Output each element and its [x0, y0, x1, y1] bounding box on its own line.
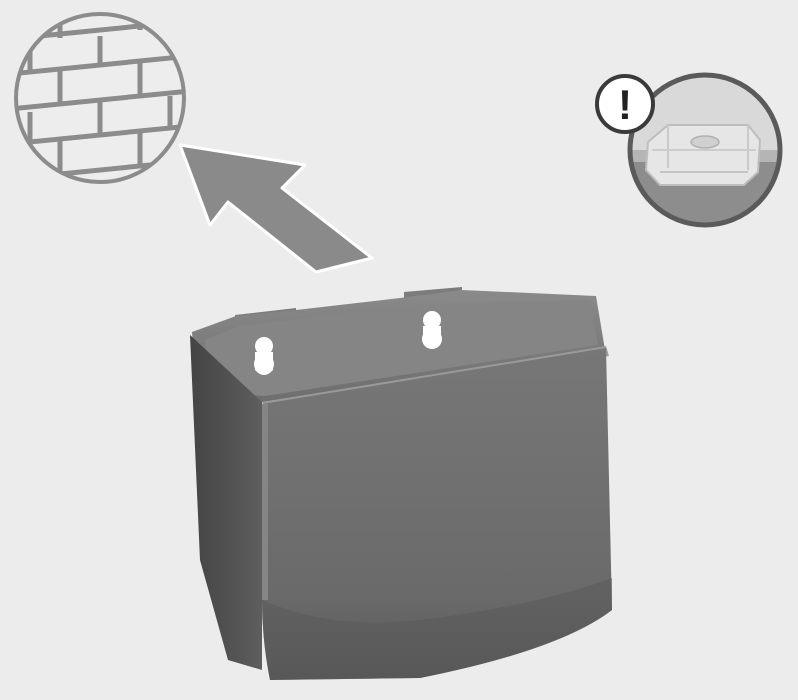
brick-wall-icon [0, 0, 200, 182]
keyhole-slot-left [254, 337, 274, 375]
arrow-up-left-icon [180, 145, 372, 272]
keyhole-slot-right [422, 311, 442, 349]
spirit-level-icon [646, 125, 760, 185]
warning-symbol: ! [618, 81, 632, 128]
wall-mount-holder [190, 287, 612, 680]
spirit-level-callout: ! [597, 75, 790, 240]
warning-exclamation-icon: ! [597, 76, 653, 132]
